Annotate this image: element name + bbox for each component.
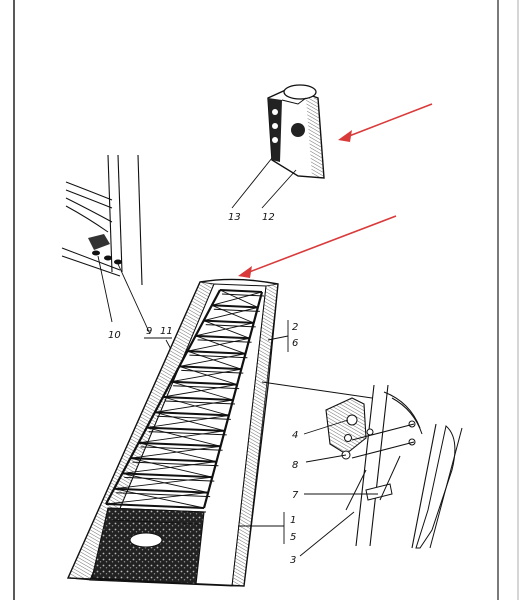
label-12: 12: [262, 212, 275, 223]
rib: [114, 472, 213, 498]
leader-9: [117, 263, 151, 335]
rib: [195, 320, 254, 343]
label-5: 5: [290, 532, 296, 543]
label-4: 4: [292, 430, 298, 441]
label-13: 13: [228, 212, 241, 223]
hinge-detail-drawing: [325, 384, 463, 549]
rib: [187, 335, 250, 359]
rib: [130, 442, 221, 467]
label-8: 8: [292, 460, 298, 471]
leader-12: [261, 169, 297, 209]
rib: [154, 396, 234, 420]
leader-13: [231, 157, 273, 209]
leader-10: [97, 255, 113, 323]
label-1: 1: [290, 515, 296, 526]
rib: [146, 411, 229, 436]
label-10: 10: [108, 330, 121, 341]
red-arrow-upper: [338, 103, 433, 142]
leader-4: [303, 419, 349, 435]
rib: [162, 381, 238, 405]
leader-rib-to-hinge: [261, 381, 373, 399]
rib: [122, 457, 217, 482]
wing-structure-drawing: [66, 278, 279, 587]
leader-8: [305, 454, 347, 463]
label-3: 3: [290, 555, 296, 566]
frame-detail-drawing: [61, 154, 143, 286]
label-9: 9: [146, 326, 152, 337]
label-7: 7: [292, 490, 299, 501]
rib: [171, 365, 242, 390]
label-2: 2: [292, 322, 298, 333]
wing-ribs: [105, 289, 265, 513]
leader-2-6: [267, 335, 289, 341]
leader-3: [299, 511, 355, 557]
rib: [179, 350, 246, 374]
red-arrow-lower: [238, 215, 397, 278]
bracket-part-drawing: [267, 84, 325, 179]
label-6: 6: [292, 338, 298, 349]
label-11: 11: [160, 326, 173, 337]
rib: [138, 427, 225, 451]
